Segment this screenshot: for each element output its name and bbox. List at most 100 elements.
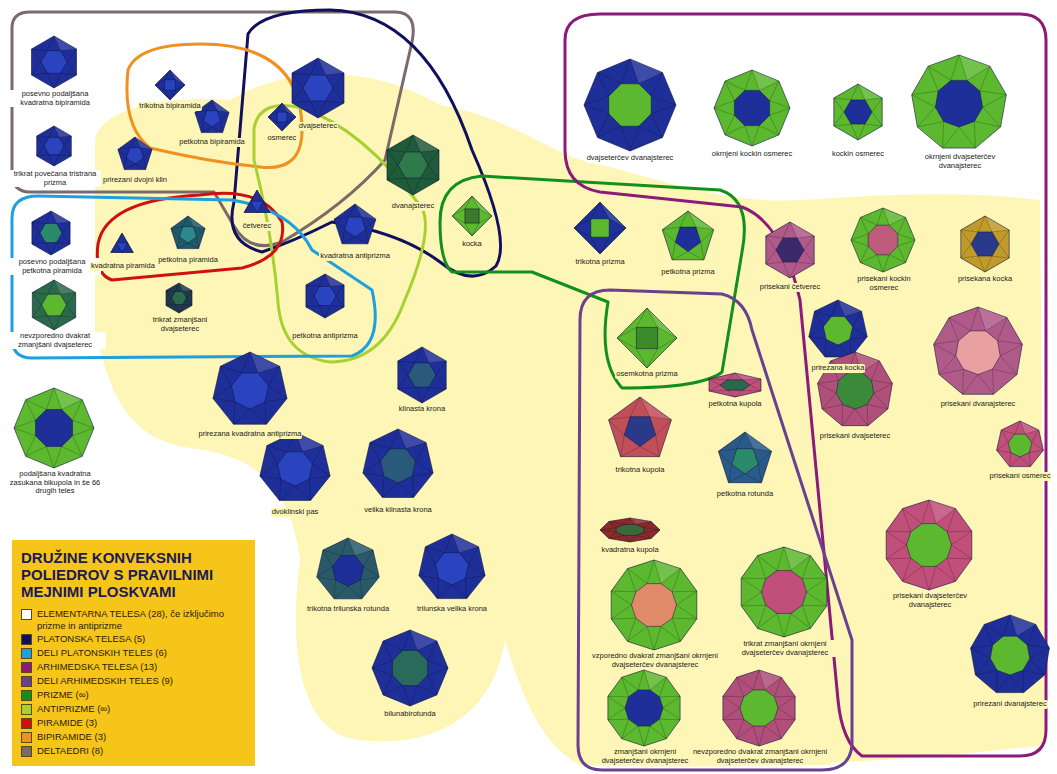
polyhedron-name: trilunska velika krona (416, 605, 488, 614)
polyhedron-edge (997, 450, 1011, 466)
polyhedron-edge (244, 212, 270, 213)
polyhedron-edge (54, 280, 76, 294)
polyhedron-name: klinasta krona (398, 405, 446, 414)
polyhedron-face (584, 59, 676, 151)
polyhedron-edge (398, 361, 408, 389)
polyhedron-edge (851, 240, 868, 263)
polyhedron-name: dvoklinski pas (271, 508, 320, 517)
polyhedron-name: zmanjšani okrnjeni dvajseterčev dvanajst… (594, 748, 696, 765)
polyhedron-edge (723, 719, 744, 739)
polyhedron-edge (1027, 624, 1049, 648)
polyhedron-face (625, 690, 663, 726)
polyhedron-edge (325, 274, 344, 286)
polyhedron-name: podaljšana kvadratna zasukana bikupola i… (4, 470, 106, 496)
legend-text: ANTIPRIZME (∞) (37, 703, 110, 714)
polyhedron-edge (32, 211, 51, 223)
polyhedron-face (345, 217, 366, 237)
polyhedron-edge (939, 369, 964, 394)
polyhedron-face (762, 571, 807, 614)
polyhedron-edge (709, 379, 720, 391)
polyhedron-highlight (54, 126, 71, 137)
polyhedron-face (662, 211, 713, 260)
polyhedron-edge (334, 586, 362, 599)
polyhedron-edge (872, 98, 882, 126)
polyhedron: prisekani osmerec (985, 420, 1055, 481)
polyhedron-edge (267, 432, 295, 452)
polyhedron-edge (934, 344, 956, 374)
legend-box: DRUŽINE KONVEKSNIH POLIEDROV S PRAVILNIM… (12, 540, 255, 766)
polyhedron-edge (32, 222, 40, 244)
polyhedron-edge (621, 447, 660, 457)
polyhedron-face (232, 373, 269, 409)
legend-swatch (21, 662, 32, 673)
legend-text: DELI PLATONSKIH TELES (6) (37, 647, 167, 658)
polyhedron-picture (283, 57, 353, 119)
polyhedron-edge (64, 136, 71, 156)
polyhedron-edge (257, 190, 270, 213)
polyhedron-edge (600, 530, 616, 538)
polyhedron-face (452, 196, 492, 236)
legend-swatch (21, 690, 32, 701)
polyhedron-edge (804, 236, 814, 264)
polyhedron-edge (166, 283, 179, 292)
polyhedron-picture (565, 201, 635, 255)
polyhedron-highlight (1010, 615, 1036, 636)
polyhedron-picture (909, 54, 1009, 152)
polyhedron: kvadratna piramida (90, 232, 156, 271)
legend-text: ELEMENTARNA TELESA (28), če izključimo p… (37, 608, 246, 631)
polyhedron-edge (766, 262, 790, 278)
polyhedron-face (617, 308, 677, 368)
legend-swatch (21, 634, 32, 645)
legend-item: ELEMENTARNA TELESA (28), če izključimo p… (21, 608, 246, 631)
polyhedron-edge (382, 483, 413, 497)
polyhedron-highlight (413, 135, 439, 152)
polyhedron-picture (90, 232, 154, 260)
polyhedron-highlight (640, 397, 671, 420)
polyhedron-edge (770, 81, 790, 108)
polyhedron-face (961, 216, 1009, 272)
polyhedron-name: trikrat zmanjšani okrnjeni dvajseterčev … (729, 640, 841, 657)
polyhedron-edge (269, 366, 288, 398)
polyhedron-edge (155, 70, 170, 85)
polyhedron-face (317, 538, 379, 599)
polyhedron-edge (741, 605, 766, 628)
polyhedron-edge (333, 73, 344, 103)
polyhedron-name: petkotna rotunda (716, 490, 774, 499)
polyhedron-edge (325, 306, 344, 318)
polyhedron: četverec (232, 189, 282, 231)
polyhedron-edge (831, 352, 855, 372)
polyhedron-face (823, 317, 852, 346)
polyhedron: bilunabirotunda (370, 629, 450, 719)
polyhedron-edge (413, 135, 439, 152)
polyhedron-picture (589, 559, 719, 651)
polyhedron-edge (992, 369, 1017, 394)
polyhedron-picture (710, 431, 780, 489)
polyhedron-face (372, 630, 448, 706)
polyhedron-edge (306, 285, 314, 307)
polyhedron-face (609, 84, 651, 126)
polyhedron-edge (292, 58, 318, 75)
polyhedron-edge (62, 222, 70, 244)
polyhedron-edge (188, 216, 205, 228)
polyhedron-face (1008, 434, 1031, 457)
polyhedron-edge (1001, 421, 1020, 434)
polyhedron-name: okrnjeni dvajseterčev dvanajsterec (909, 153, 1011, 170)
polyhedron-edge (26, 388, 54, 410)
polyhedron-edge (54, 316, 76, 330)
polyhedron-edge (997, 318, 1022, 345)
polyhedron-picture (689, 669, 829, 747)
polyhedron-face (934, 307, 1023, 394)
polyhedron: posevno podaljšana kvadratna bipiramida (8, 35, 102, 107)
polyhedron-edge (867, 405, 888, 426)
polyhedron-name: prisekani osmerec (989, 472, 1052, 481)
polyhedron-edge (398, 347, 422, 363)
polyhedron-edge (220, 352, 250, 373)
polyhedron-highlight (452, 534, 479, 553)
polyhedron-face (844, 100, 872, 124)
legend-item: DELTAEDRI (8) (21, 745, 246, 757)
polyhedron-picture (232, 189, 282, 221)
polyhedron: kvadratna kupola (595, 517, 665, 555)
polyhedron-edge (818, 361, 839, 384)
polyhedron-edge (1030, 648, 1050, 675)
polyhedron: podaljšana kvadratna zasukana bikupola i… (4, 387, 106, 496)
